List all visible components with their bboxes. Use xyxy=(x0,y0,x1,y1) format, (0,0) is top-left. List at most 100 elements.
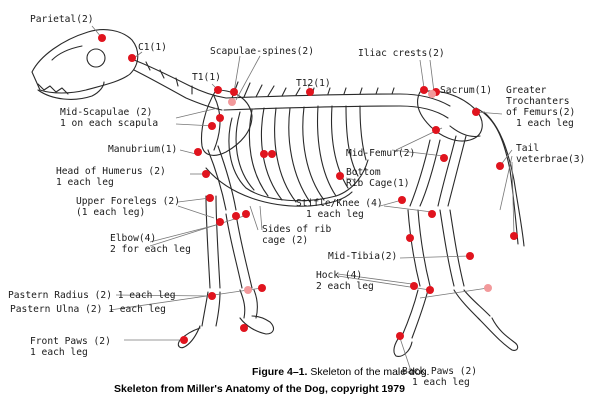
label-greater-trochanters-line4: 1 each leg xyxy=(516,118,574,129)
label-tail-vertebrae-line1: Tail xyxy=(516,143,540,154)
label-iliac-crests: Iliac crests(2) xyxy=(358,48,445,59)
label-upper-forelegs-line1: Upper Forelegs (2) xyxy=(76,196,180,207)
leader-lines xyxy=(91,25,515,369)
teeth xyxy=(37,83,69,95)
marker-scapula-spine-left xyxy=(228,98,236,106)
tibia-far xyxy=(407,209,431,287)
marker-front-paw-left xyxy=(240,324,248,332)
label-bottom-rib-cage-line1: Bottom xyxy=(346,167,381,178)
marker-mid-scapula-left xyxy=(208,122,216,130)
thoracic-lumbar-spine xyxy=(225,93,451,107)
label-stifle-knee-line1: Stifle/Knee (4) xyxy=(296,198,383,209)
label-c1: C1(1) xyxy=(138,42,167,53)
humerus xyxy=(207,145,237,211)
label-hock-line2: 2 each leg xyxy=(316,281,374,292)
hindpaw-near xyxy=(477,317,519,351)
femur-far xyxy=(409,139,441,207)
label-front-paws-line1: Front Paws (2) xyxy=(30,336,111,347)
marker-stifle-left xyxy=(428,210,436,218)
label-front-paws-line2: 1 each leg xyxy=(30,347,88,358)
marker-scapula-spine-right xyxy=(230,88,238,96)
figure-caption: Figure 4–1. Skeleton of the male dog. xyxy=(252,366,429,378)
label-upper-forelegs-line2: (1 each leg) xyxy=(76,207,146,218)
label-elbow-line2: 2 for each leg xyxy=(110,244,191,255)
marker-front-paw-right xyxy=(180,336,188,344)
skull xyxy=(31,29,139,94)
radius-ulna-near xyxy=(225,213,253,289)
marker-mid-tibia-right xyxy=(406,234,414,242)
marker-manubrium xyxy=(194,148,202,156)
marker-sides-rib-left xyxy=(268,150,276,158)
sternum xyxy=(205,167,353,207)
forepaw-far xyxy=(177,325,201,349)
label-greater-trochanters-line2: Trochanters xyxy=(506,96,570,107)
femur-near xyxy=(437,135,467,207)
forepaw-near xyxy=(239,315,275,335)
marker-points xyxy=(98,34,518,344)
marker-parietal xyxy=(98,34,106,42)
tibia-near xyxy=(439,209,465,287)
mandible xyxy=(37,81,105,100)
marker-elbow-3 xyxy=(242,210,250,218)
label-back-paws-line2: 1 each leg xyxy=(412,377,470,388)
figure-title: Skeleton of the male dog. xyxy=(310,366,430,378)
marker-tail-1 xyxy=(496,162,504,170)
label-mid-scapulae-line1: Mid-Scapulae (2) xyxy=(60,107,153,118)
label-mid-scapulae-line2: 1 on each scapula xyxy=(60,118,159,129)
marker-bottom-rib-cage xyxy=(336,172,344,180)
label-mid-femur: Mid-Femur(2) xyxy=(346,148,416,159)
label-sacrum: Sacrum(1) xyxy=(440,85,492,96)
marker-head-humerus xyxy=(202,170,210,178)
carpus-far xyxy=(201,291,221,327)
marker-elbow-2 xyxy=(232,212,240,220)
label-stifle-knee-line2: 1 each leg xyxy=(306,209,364,220)
marker-stifle-right xyxy=(398,196,406,204)
label-bottom-rib-cage-line2: Rib Cage(1) xyxy=(346,178,410,189)
carpus-near xyxy=(239,289,258,319)
figure-source: Skeleton from Miller's Anatomy of the Do… xyxy=(114,383,405,395)
eye-orbit xyxy=(86,48,106,68)
marker-sides-rib-right xyxy=(260,150,268,158)
label-greater-trochanters-line1: Greater xyxy=(506,85,547,96)
label-elbow-line1: Elbow(4) xyxy=(110,233,157,244)
marker-pastern-ulna xyxy=(244,286,252,294)
label-t12: T12(1) xyxy=(296,78,331,89)
label-sides-rib-cage-line1: Sides of rib xyxy=(262,224,332,235)
radius-ulna-far xyxy=(205,195,221,289)
pelvis xyxy=(417,90,483,142)
label-manubrium: Manubrium(1) xyxy=(108,144,178,155)
metatarsus-far xyxy=(401,289,429,339)
marker-pastern-radius-right xyxy=(208,292,216,300)
marker-mid-tibia-left xyxy=(466,252,474,260)
label-parietal: Parietal(2) xyxy=(30,14,94,25)
hindpaw-far xyxy=(393,335,413,357)
marker-elbow-1 xyxy=(216,218,224,226)
marker-sacrum xyxy=(428,90,436,98)
marker-mid-femur-right xyxy=(440,154,448,162)
label-pastern-ulna: Pastern Ulna (2) 1 each leg xyxy=(10,304,166,315)
scapula xyxy=(200,89,253,156)
label-mid-tibia: Mid-Tibia(2) xyxy=(328,251,398,262)
label-t1: T1(1) xyxy=(192,72,221,83)
marker-upper-foreleg-right xyxy=(206,194,214,202)
label-head-of-humerus-line1: Head of Humerus (2) xyxy=(56,166,166,177)
marker-hock-1 xyxy=(410,282,418,290)
marker-greater-trochanter-left xyxy=(432,126,440,134)
marker-hock-2 xyxy=(426,286,434,294)
marker-back-paw-right xyxy=(396,332,404,340)
metatarsus-near xyxy=(453,289,491,321)
label-scapulae-spines: Scapulae-spines(2) xyxy=(210,46,314,57)
tail xyxy=(475,107,519,245)
marker-pastern-radius-left xyxy=(258,284,266,292)
marker-iliac-crest-right xyxy=(420,86,428,94)
marker-tail-2 xyxy=(510,232,518,240)
label-greater-trochanters-line3: of Femurs(2) xyxy=(506,107,576,118)
marker-mid-scapula-right xyxy=(216,114,224,122)
figure-number: Figure 4–1. xyxy=(252,366,308,378)
marker-c1 xyxy=(128,54,136,62)
label-pastern-radius: Pastern Radius (2) 1 each leg xyxy=(8,290,176,301)
label-sides-rib-cage-line2: cage (2) xyxy=(262,235,309,246)
label-head-of-humerus-line2: 1 each leg xyxy=(56,177,114,188)
